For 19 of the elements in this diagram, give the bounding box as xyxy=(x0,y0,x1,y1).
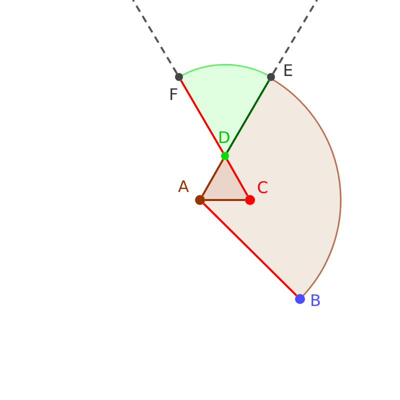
point xyxy=(295,294,305,304)
point xyxy=(267,73,275,81)
point-label: C xyxy=(257,180,268,196)
point-label: B xyxy=(310,293,321,309)
point-label: D xyxy=(218,130,230,146)
point xyxy=(195,195,205,205)
dashed-ray xyxy=(272,0,318,74)
line-segment xyxy=(205,199,245,201)
line-segment xyxy=(180,80,224,154)
dashed-ray xyxy=(132,0,178,74)
line-segment xyxy=(202,202,298,296)
point xyxy=(175,73,183,81)
point-label: A xyxy=(178,179,189,195)
line-segment xyxy=(226,80,270,154)
point-label: F xyxy=(169,87,178,103)
line-segment xyxy=(226,158,248,196)
line-segment xyxy=(202,158,224,196)
point xyxy=(221,152,229,160)
point-label: E xyxy=(283,63,294,79)
